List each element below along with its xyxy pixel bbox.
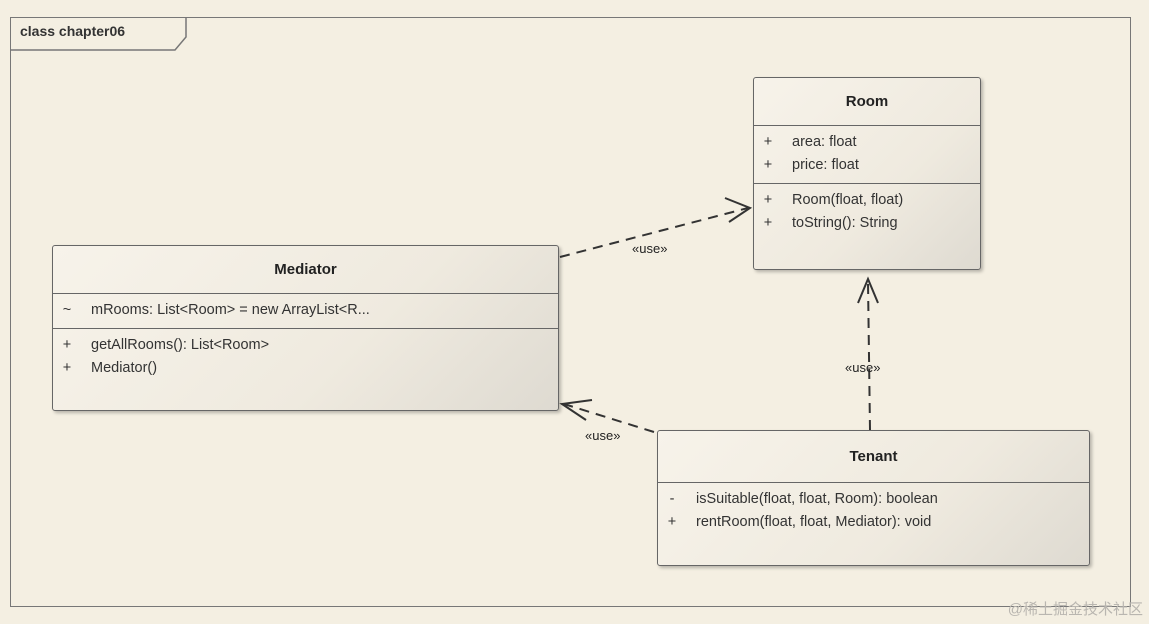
use-label-mediator-room: «use» — [632, 241, 668, 256]
class-name: Mediator — [53, 246, 558, 294]
attribute-text: price: float — [792, 157, 859, 173]
operation-text: getAllRooms(): List<Room> — [91, 337, 270, 353]
arrowhead-mediator-room — [724, 197, 753, 223]
visibility-marker: + — [763, 215, 773, 231]
visibility-marker: + — [763, 192, 773, 208]
operation-row: + Mediator() — [53, 357, 558, 380]
operation-row: + rentRoom(float, float, Mediator): void — [658, 511, 1089, 534]
visibility-marker: + — [763, 134, 773, 150]
visibility-marker: + — [763, 157, 773, 173]
diagram-frame — [10, 17, 1131, 607]
use-label-tenant-mediator: «use» — [585, 428, 621, 443]
class-name: Tenant — [658, 431, 1089, 483]
attribute-row: ~ mRooms: List<Room> = new ArrayList<R... — [53, 299, 558, 322]
arrowhead-tenant-mediator — [559, 399, 593, 421]
class-room[interactable]: Room + area: float + price: float + Room(fl… — [753, 77, 981, 270]
use-label-tenant-room: «use» — [845, 360, 881, 375]
visibility-marker: + — [667, 514, 677, 530]
class-tenant[interactable]: Tenant - isSuitable(float, float, Room): … — [657, 430, 1090, 566]
watermark: @稀土掘金技术社区 — [1007, 601, 1143, 618]
operation-row: + Room(float, float) — [754, 189, 980, 212]
class-name: Room — [754, 78, 980, 126]
frame-tab — [10, 17, 187, 51]
operations-compartment: + Room(float, float) + toString(): String — [754, 184, 980, 241]
attribute-row: + area: float — [754, 131, 980, 154]
dependency-tenant-room — [867, 281, 871, 431]
operation-text: Mediator() — [91, 360, 158, 376]
attribute-text: mRooms: List<Room> = new ArrayList<R... — [91, 302, 370, 318]
visibility-marker: + — [62, 337, 72, 353]
operation-text: rentRoom(float, float, Mediator): void — [696, 514, 932, 530]
operation-row: + toString(): String — [754, 212, 980, 235]
class-mediator[interactable]: Mediator ~ mRooms: List<Room> = new Array… — [52, 245, 559, 411]
arrowhead-tenant-room — [857, 276, 879, 304]
visibility-marker: + — [62, 360, 72, 376]
operation-text: toString(): String — [792, 215, 898, 231]
attribute-text: area: float — [792, 134, 857, 150]
operation-row: + getAllRooms(): List<Room> — [53, 334, 558, 357]
operation-row: - isSuitable(float, float, Room): boolean — [658, 488, 1089, 511]
operations-compartment: + getAllRooms(): List<Room> + Mediator() — [53, 329, 558, 386]
visibility-marker: - — [669, 491, 675, 507]
attribute-row: + price: float — [754, 154, 980, 177]
operation-text: isSuitable(float, float, Room): boolean — [696, 491, 938, 507]
frame-title: class chapter06 — [20, 23, 126, 39]
attributes-compartment: ~ mRooms: List<Room> = new ArrayList<R... — [53, 294, 558, 329]
operation-text: Room(float, float) — [792, 192, 904, 208]
dependency-mediator-room — [559, 207, 749, 258]
visibility-marker: ~ — [62, 302, 72, 318]
attributes-compartment: + area: float + price: float — [754, 126, 980, 184]
operations-compartment: - isSuitable(float, float, Room): boolean… — [658, 483, 1089, 540]
